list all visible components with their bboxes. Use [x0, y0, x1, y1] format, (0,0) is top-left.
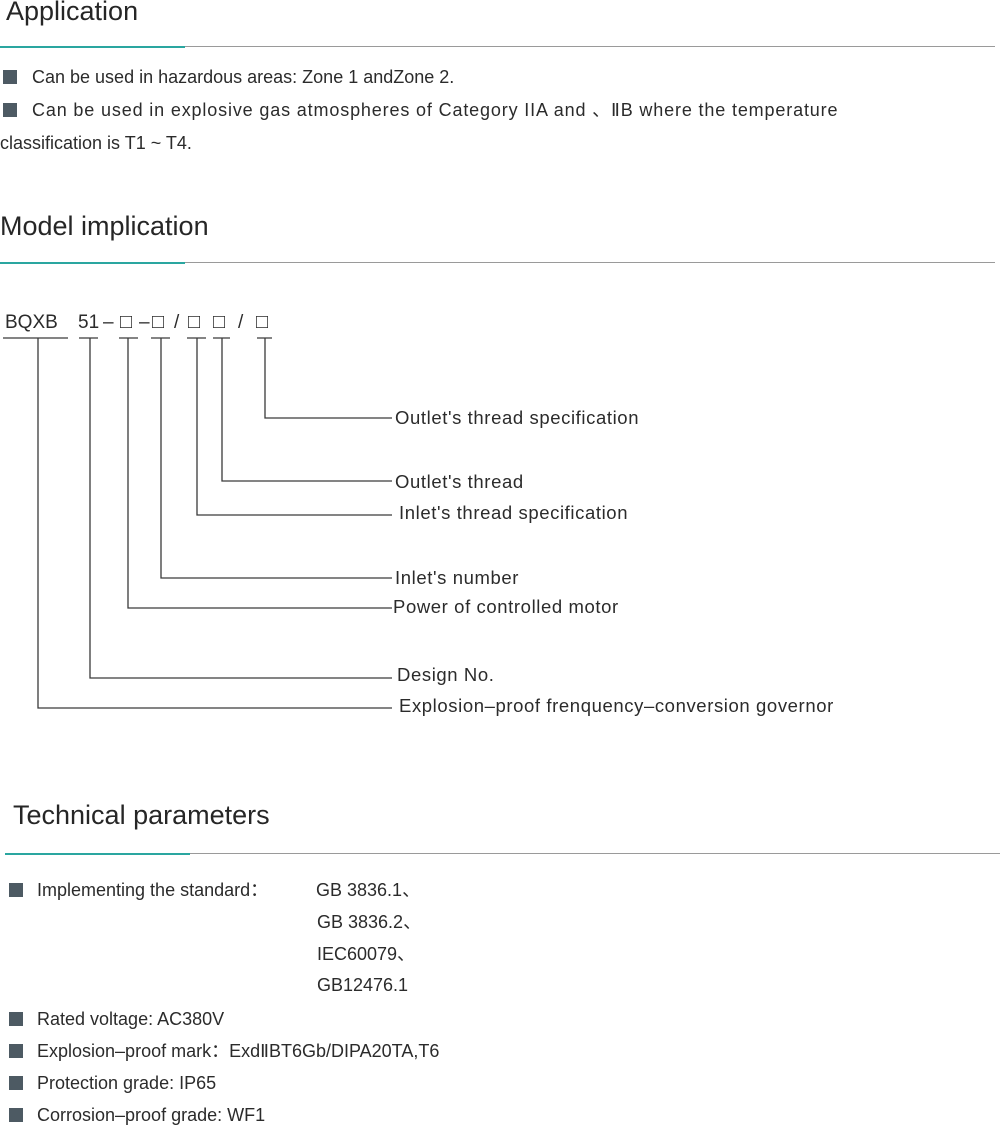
param-corrosion-proof-grade: Corrosion–proof grade: WF1: [37, 1105, 266, 1125]
model-code-box-power: □: [120, 311, 133, 333]
label-governor: Explosion–proof frenquency–conversion go…: [399, 695, 834, 716]
application-heading: Application: [6, 0, 139, 26]
application-divider: [0, 46, 995, 48]
technical-divider-accent: [5, 853, 190, 855]
standard-item: IEC60079、: [317, 944, 416, 964]
label-motor-power: Power of controlled motor: [393, 596, 619, 617]
model-code-box-outlet-thread: □: [213, 311, 226, 333]
label-inlet-thread-spec: Inlet's thread specification: [399, 502, 629, 523]
model-divider-accent: [0, 262, 185, 264]
leader-governor: [3, 337, 392, 709]
leader-outlet-thread: [213, 337, 392, 482]
standard-item: GB 3836.1、: [316, 880, 421, 900]
application-item-2-continuation: classification is T1 ~ T4.: [0, 133, 192, 153]
model-code-prefix: BQXB: [5, 312, 58, 333]
model-code-slash: /: [174, 312, 180, 333]
bullet-square-icon: [9, 1076, 23, 1090]
bullet-square-icon: [9, 883, 23, 897]
model-leader-lines: [3, 337, 392, 709]
leader-inlet-thread-spec: [187, 337, 392, 516]
model-code-design-number: 51: [78, 312, 100, 333]
leader-outlet-thread-spec: [257, 337, 392, 419]
application-divider-accent: [0, 46, 185, 48]
standard-item: GB12476.1: [317, 975, 409, 995]
label-outlet-thread: Outlet's thread: [395, 471, 524, 492]
bullet-square-icon: [3, 103, 17, 117]
param-rated-voltage: Rated voltage: AC380V: [37, 1009, 225, 1029]
label-outlet-thread-spec: Outlet's thread specification: [395, 407, 640, 428]
bullet-square-icon: [9, 1012, 23, 1026]
application-item-1: Can be used in hazardous areas: Zone 1 a…: [32, 67, 455, 87]
technical-divider: [5, 853, 1000, 855]
model-heading: Model implication: [0, 211, 209, 241]
model-code-dash: –: [139, 312, 150, 333]
model-code-box-inlet-thread-spec: □: [188, 311, 201, 333]
label-inlet-number: Inlet's number: [395, 567, 520, 588]
model-code-slash: /: [238, 312, 244, 333]
param-protection-grade: Protection grade: IP65: [37, 1073, 217, 1093]
model-code-box-inlet-number: □: [152, 311, 165, 333]
model-divider: [0, 262, 995, 264]
technical-heading: Technical parameters: [13, 800, 270, 830]
standard-item: GB 3836.2、: [317, 912, 422, 932]
bullet-square-icon: [9, 1044, 23, 1058]
model-code-box-outlet-thread-spec: □: [256, 311, 269, 333]
param-explosion-proof-mark: Explosion–proof mark：ExdⅡBT6Gb/DIPA20TA,…: [37, 1041, 440, 1061]
leader-motor-power: [119, 337, 392, 609]
standard-label: Implementing the standard：: [37, 880, 269, 900]
label-design-no: Design No.: [397, 664, 495, 685]
bullet-square-icon: [9, 1108, 23, 1122]
application-item-2: Can be used in explosive gas atmospheres…: [32, 100, 839, 120]
leader-design-no: [79, 337, 392, 679]
bullet-square-icon: [3, 70, 17, 84]
leader-inlet-number: [151, 337, 392, 579]
model-code-dash: –: [103, 312, 114, 333]
